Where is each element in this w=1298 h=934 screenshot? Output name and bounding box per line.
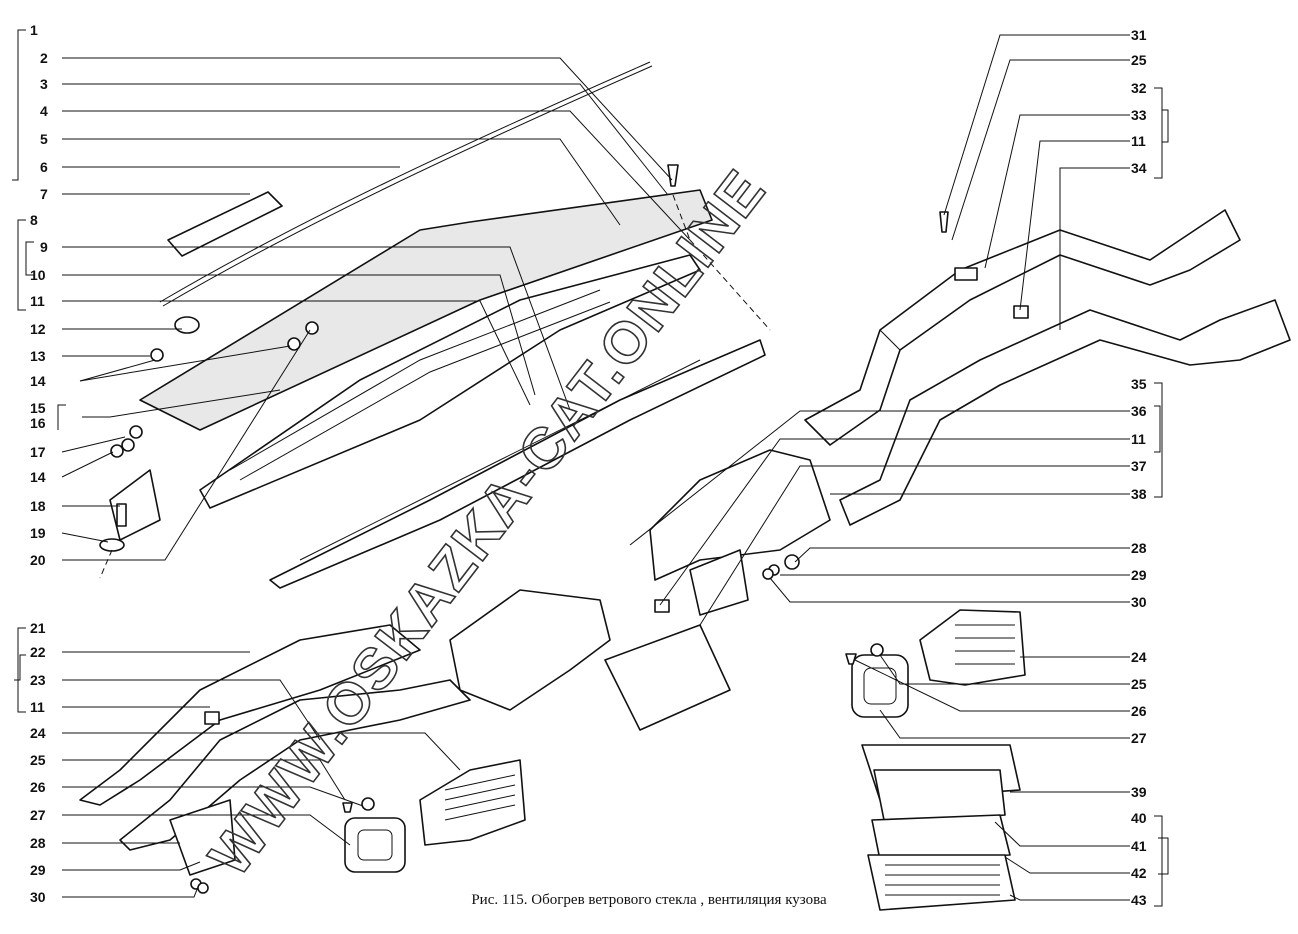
callout-14: 14 <box>30 373 46 389</box>
leader-lines <box>61 34 1130 901</box>
center-distributor-assembly <box>449 449 831 731</box>
callout-43: 43 <box>1131 892 1147 908</box>
callout-27r: 27 <box>1131 730 1147 746</box>
callout-40: 40 <box>1131 810 1147 826</box>
callout-21: 21 <box>30 620 46 636</box>
callout-11: 11 <box>30 293 45 309</box>
callout-13: 13 <box>30 348 46 364</box>
callout-30: 30 <box>30 889 46 905</box>
callout-19: 19 <box>30 525 46 541</box>
callout-15: 15 <box>30 400 46 416</box>
callout-33: 33 <box>1131 107 1147 123</box>
callout-4: 4 <box>40 103 48 119</box>
callout-5: 5 <box>40 131 48 147</box>
callout-12: 12 <box>30 321 46 337</box>
callouts-left: 1 2 3 4 5 6 7 8 9 10 11 12 13 14 15 16 1… <box>30 22 48 905</box>
callout-3: 3 <box>40 76 48 92</box>
callout-29r: 29 <box>1131 567 1147 583</box>
callout-42: 42 <box>1131 865 1147 881</box>
callout-10: 10 <box>30 267 46 283</box>
callout-11r2: 11 <box>1131 431 1146 447</box>
callout-39: 39 <box>1131 784 1147 800</box>
callout-6: 6 <box>40 159 48 175</box>
callout-30r: 30 <box>1131 594 1147 610</box>
callout-31: 31 <box>1131 27 1147 43</box>
callout-24r: 24 <box>1131 649 1147 665</box>
callout-41: 41 <box>1131 838 1147 854</box>
figure-caption: Рис. 115. Обогрев ветрового стекла , вен… <box>0 892 1298 909</box>
group-brackets <box>12 29 1169 907</box>
callout-25: 25 <box>30 752 46 768</box>
callout-25r: 25 <box>1131 52 1147 68</box>
callout-34: 34 <box>1131 160 1147 176</box>
figure-caption-text: Рис. 115. Обогрев ветрового стекла , вен… <box>471 892 827 908</box>
callout-7: 7 <box>40 186 48 202</box>
callout-8: 8 <box>30 212 38 228</box>
callout-17: 17 <box>30 444 46 460</box>
callout-38: 38 <box>1131 486 1147 502</box>
right-air-duct-assembly <box>804 209 1291 526</box>
callout-9: 9 <box>40 239 48 255</box>
windshield-heater-assembly <box>99 61 771 589</box>
callout-22: 22 <box>30 644 46 660</box>
callout-14b: 14 <box>30 469 46 485</box>
callout-24: 24 <box>30 725 46 741</box>
callout-20: 20 <box>30 552 46 568</box>
callout-27: 27 <box>30 807 46 823</box>
callout-18: 18 <box>30 498 46 514</box>
callout-11b: 11 <box>30 699 45 715</box>
callout-36: 36 <box>1131 403 1147 419</box>
callout-35: 35 <box>1131 376 1147 392</box>
callout-26: 26 <box>30 779 46 795</box>
callout-26r: 26 <box>1131 703 1147 719</box>
callouts-right: 31 25 32 33 11 34 35 36 11 37 38 28 29 3… <box>1131 27 1147 908</box>
callout-2: 2 <box>40 50 48 66</box>
callout-28: 28 <box>30 835 46 851</box>
right-vent-and-filter-assembly <box>845 609 1026 911</box>
callout-28r: 28 <box>1131 540 1147 556</box>
callout-16: 16 <box>30 415 46 431</box>
callout-37: 37 <box>1131 458 1147 474</box>
callout-23: 23 <box>30 672 46 688</box>
callout-1: 1 <box>30 22 38 38</box>
callout-32: 32 <box>1131 80 1147 96</box>
callout-29: 29 <box>30 862 46 878</box>
callout-25r2: 25 <box>1131 676 1147 692</box>
callout-11r: 11 <box>1131 133 1146 149</box>
